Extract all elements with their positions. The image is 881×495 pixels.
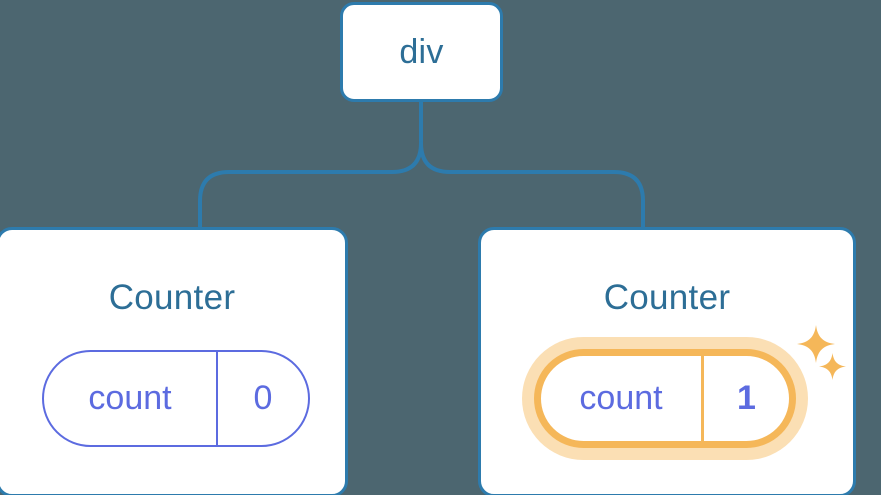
connector-branch-right (419, 141, 645, 229)
node-counter-left-title: Counter (108, 278, 236, 317)
node-counter-right-title: Counter (603, 278, 731, 317)
sparkle-large-icon (797, 325, 835, 363)
state-pill-right-value: 1 (737, 379, 756, 417)
connector-branch-left (198, 141, 423, 229)
state-pill-left-value: 0 (253, 379, 273, 417)
state-pill-right-wrapper: count 1 (522, 335, 807, 461)
state-pill-left-wrapper: count 0 (42, 350, 310, 447)
state-pill-right-key: count (541, 356, 704, 441)
sparkle-small-icon (819, 353, 846, 380)
node-div[interactable]: div (340, 2, 503, 102)
node-div-label: div (399, 32, 444, 71)
state-pill-left-key: count (44, 352, 218, 445)
state-pill-right[interactable]: count 1 (534, 349, 796, 448)
state-pill-left[interactable]: count 0 (42, 350, 310, 447)
